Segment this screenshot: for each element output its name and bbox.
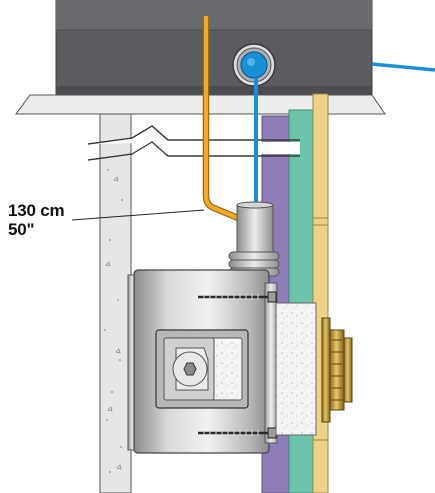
valve-body — [127, 269, 278, 454]
top-enclosure — [55, 0, 373, 97]
dimension-pointer — [71, 209, 205, 221]
concrete-column — [99, 113, 132, 493]
outlet-pipe — [371, 62, 435, 72]
pipe-sleeve — [236, 201, 274, 258]
ceiling-slab — [15, 94, 386, 115]
dimension-label-imperial: 50" — [8, 220, 35, 239]
dimension-label-metric: 130 cm — [8, 201, 65, 220]
brass-fitting — [321, 317, 353, 423]
insulation-block — [275, 302, 317, 436]
